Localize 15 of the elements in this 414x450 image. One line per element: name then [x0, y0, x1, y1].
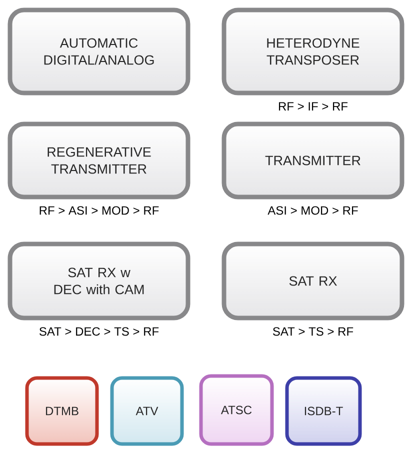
badge: DTMB	[25, 376, 99, 446]
signal-chain: RF > IF > RF	[278, 102, 348, 110]
button: HETERODYNE TRANSPOSER	[222, 8, 404, 96]
button: AUTOMATIC DIGITAL/ANALOG	[8, 8, 190, 96]
button: SAT RX w DEC with CAM	[8, 242, 190, 320]
badge: ISDB-T	[285, 376, 362, 446]
button: REGENERATIVE TRANSMITTER	[8, 122, 190, 200]
button: SAT RX	[222, 242, 404, 320]
badge: ATV	[110, 376, 184, 446]
signal-chain: SAT > TS > RF	[272, 327, 354, 336]
badge: ATSC	[199, 374, 274, 446]
signal-chain: SAT > DEC > TS > RF	[39, 327, 159, 336]
signal-chain: ASI > MOD > RF	[268, 206, 358, 215]
button: TRANSMITTER	[222, 122, 404, 200]
signal-chain: RF > ASI > MOD > RF	[40, 206, 159, 215]
